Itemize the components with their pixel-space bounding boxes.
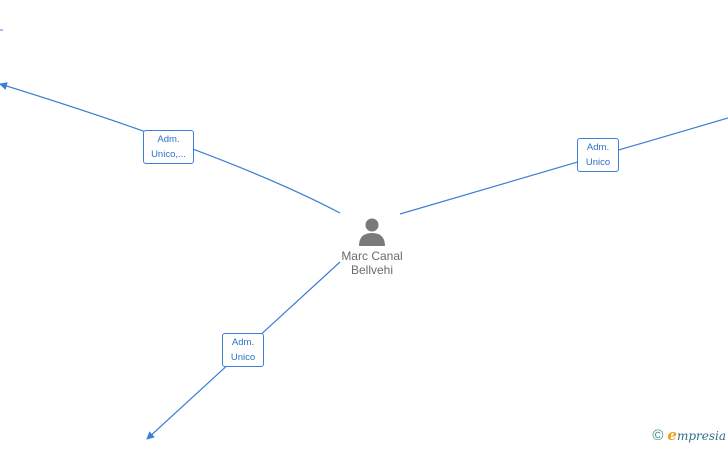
brand-logo-text: mpresia xyxy=(676,429,726,443)
edge-line-top-left xyxy=(0,82,341,214)
person-name-line1: Marc Canal xyxy=(341,249,403,263)
copyright-icon: © xyxy=(652,426,664,444)
edge-label-role: Adm. xyxy=(231,337,255,348)
person-name: Marc Canal Bellvehi xyxy=(330,249,414,277)
edge-label-detail: Unico xyxy=(585,157,611,168)
brand-watermark: © empresia xyxy=(652,426,726,444)
edge-label-detail: Unico,... xyxy=(151,149,186,160)
brand-logo: empresia xyxy=(667,426,726,444)
edge-label-detail: Unico xyxy=(230,352,256,363)
edge-label-role: Adm. xyxy=(157,134,180,145)
person-node[interactable]: Marc Canal Bellvehi xyxy=(330,216,414,277)
edge-label-right[interactable]: Adm. Unico xyxy=(577,138,619,172)
edge-label-top-left[interactable]: Adm. Unico,... xyxy=(143,130,194,164)
edge-line-right xyxy=(399,117,728,215)
brand-logo-initial: e xyxy=(667,426,677,444)
person-name-line2: Bellvehi xyxy=(350,263,394,277)
edge-label-bottom-left[interactable]: Adm. Unico xyxy=(222,333,264,367)
edge-label-role: Adm. xyxy=(586,142,610,153)
person-icon xyxy=(359,218,385,246)
